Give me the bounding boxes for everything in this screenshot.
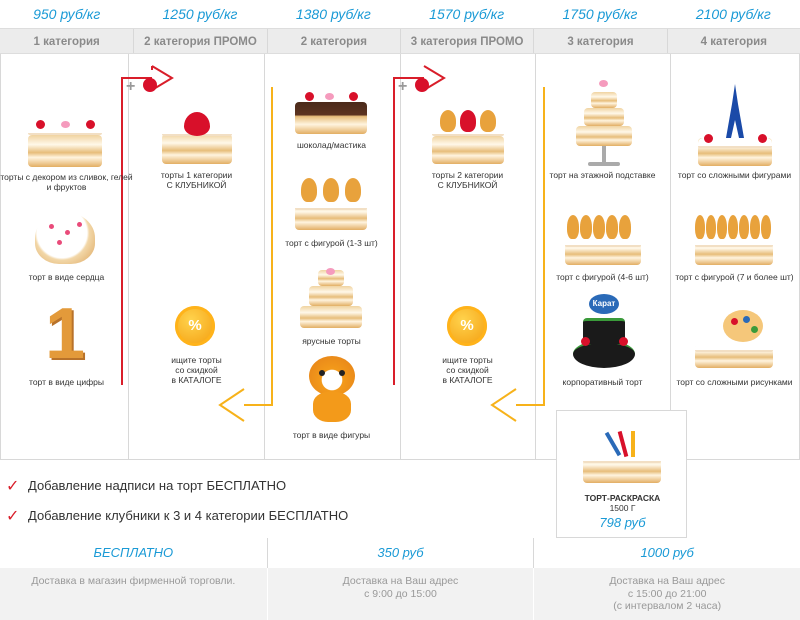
category-2-promo[interactable]: 2 категория ПРОМО (133, 29, 266, 53)
cake-caption[interactable]: торт со сложными фигурами (677, 170, 792, 180)
cake-caption[interactable]: торты с декором из сливок, гелей и фрукт… (0, 172, 133, 193)
cake-caption[interactable]: торт в виде сердца (28, 272, 105, 282)
price-cat3: 1750 руб/кг (562, 6, 638, 22)
delivery-price-1000: 1000 руб (533, 538, 800, 568)
eiffel-tower-icon (726, 84, 744, 138)
category-1[interactable]: 1 категория (33, 36, 100, 48)
cake-caption[interactable]: корпоративный торт (562, 377, 643, 387)
grid-line (687, 459, 800, 460)
cake-caption[interactable]: шоколад/мастика (296, 140, 366, 150)
grid-line (670, 54, 671, 459)
cake-caption[interactable]: торт в виде цифры (29, 377, 104, 387)
grid-line (0, 54, 1, 459)
palette-icon (723, 310, 763, 342)
strawberry-cake-image[interactable] (162, 112, 232, 164)
delivery-desc-store: Доставка в магазин фирменной торговли. (0, 568, 267, 620)
brush-icon (631, 431, 635, 457)
strawberry-icon (415, 78, 429, 92)
cake-caption[interactable]: торт в виде фигуры (292, 430, 371, 440)
red-arrow-icon (393, 65, 446, 385)
eiffel-cake-image[interactable] (698, 84, 772, 166)
percent-badge-icon[interactable]: % (447, 306, 487, 346)
cake-caption[interactable]: торт с фигурой (4-6 шт) (556, 272, 649, 282)
heart-cake-image[interactable] (35, 212, 95, 264)
free-inscription-note: Добавление надписи на торт БЕСПЛАТНО (28, 478, 287, 493)
grid-line (128, 54, 129, 459)
price-cat1: 950 руб/кг (33, 6, 101, 22)
promo-weight: 1500 Г (609, 503, 636, 513)
catalog-link[interactable]: ищите торты со скидкой в КАТАЛОГЕ (442, 355, 493, 386)
free-strawberry-note: Добавление клубники к 3 и 4 категории БЕ… (28, 508, 349, 523)
yellow-arrow-icon (218, 87, 273, 422)
check-icon: ✓ (6, 508, 20, 525)
cake-image[interactable] (28, 120, 102, 167)
price-cat4: 2100 руб/кг (695, 6, 771, 22)
strawberry-icon (143, 78, 157, 92)
number-cake-image[interactable]: 1 (44, 294, 86, 374)
painted-cake-image[interactable] (695, 310, 773, 368)
category-2[interactable]: 2 категория (266, 29, 400, 53)
brand-logo: Карат (587, 292, 621, 316)
delivery-desc-day: Доставка на Ваш адрес с 9:00 до 15:00 (266, 568, 534, 620)
bear-strawberry-cake-image[interactable] (432, 110, 504, 164)
grid-line (400, 54, 401, 459)
delivery-price-free: БЕСПЛАТНО (0, 538, 267, 568)
category-row: 1 категория 2 категория ПРОМО 2 категори… (0, 28, 800, 54)
cake-caption[interactable]: торт с фигурой (7 и более шт) (675, 272, 794, 282)
figure-cake-image[interactable] (565, 215, 641, 265)
cake-caption[interactable]: торт на этажной подставке (549, 170, 656, 180)
plus-icon: + (126, 78, 136, 95)
price-cat2: 1380 руб/кг (295, 6, 371, 22)
tiered-cake-image[interactable] (300, 266, 362, 328)
corporate-cake-image[interactable]: Карат (573, 292, 635, 368)
cake-caption[interactable]: ярусные торты (302, 336, 361, 346)
delivery-desc-evening: Доставка на Ваш адрес с 15:00 до 21:00 (… (533, 568, 800, 620)
cake-caption[interactable]: торт со сложными рисунками (676, 377, 793, 387)
promo-coloring-cake-card[interactable]: ТОРТ-РАСКРАСКА 1500 Г 798 руб (556, 410, 687, 538)
grid-line (0, 459, 556, 460)
delivery-price-350: 350 руб (266, 538, 534, 568)
red-arrow-icon (121, 65, 174, 385)
promo-price: 798 руб (599, 515, 646, 530)
price-cat2-promo: 1250 руб/кг (162, 6, 238, 22)
coloring-cake-image[interactable] (583, 430, 661, 483)
yellow-arrow-icon (490, 87, 545, 422)
price-row: 950 руб/кг 1250 руб/кг 1380 руб/кг 1570 … (0, 0, 800, 28)
plus-icon: + (398, 78, 408, 95)
category-3-promo[interactable]: 3 категория ПРОМО (399, 29, 533, 53)
cake-caption[interactable]: торт с фигурой (1-3 шт) (285, 238, 378, 248)
cake-caption[interactable]: торты 1 категории С КЛУБНИКОЙ (160, 170, 233, 191)
figure-cake-image[interactable] (695, 215, 773, 265)
grid-line (264, 54, 265, 459)
category-4[interactable]: 4 категория (666, 29, 800, 53)
promo-title: ТОРТ-РАСКРАСКА (584, 493, 661, 503)
price-cat3-promo: 1570 руб/кг (429, 6, 505, 22)
figure-cake-image[interactable] (295, 178, 367, 230)
grid-line (535, 54, 536, 459)
chocolate-cake-image[interactable] (295, 92, 367, 134)
percent-badge-icon[interactable]: % (175, 306, 215, 346)
catalog-link[interactable]: ищите торты со скидкой в КАТАЛОГЕ (171, 355, 222, 386)
tiger-cake-image[interactable] (305, 356, 359, 422)
category-3[interactable]: 3 категория (533, 29, 666, 53)
stand-cake-image[interactable] (576, 80, 632, 166)
cake-caption[interactable]: торты 2 категории С КЛУБНИКОЙ (431, 170, 504, 191)
check-icon: ✓ (6, 478, 20, 495)
